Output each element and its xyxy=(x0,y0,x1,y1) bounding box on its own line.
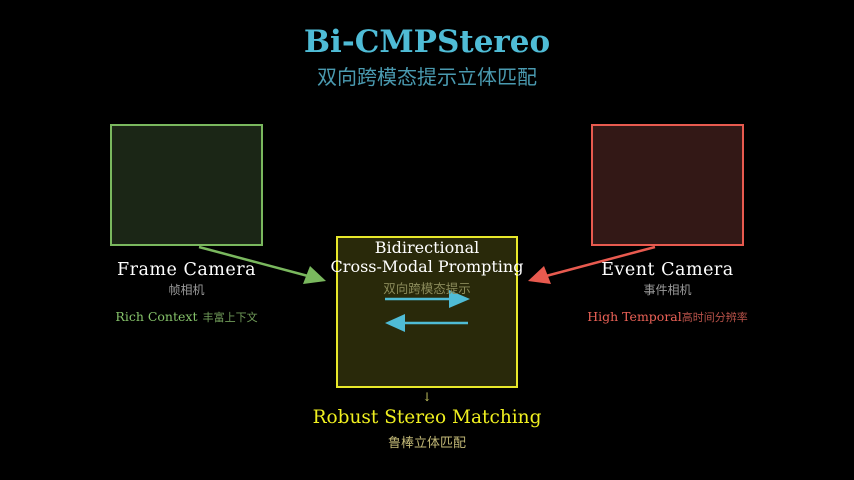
frame-camera-tag: Rich Context 丰富上下文 xyxy=(70,306,303,325)
down-arrow-icon: ↓ xyxy=(421,390,433,404)
event-camera-label: Event Camera xyxy=(601,260,734,280)
diagram-subtitle: 双向跨模态提示立体匹配 xyxy=(317,65,537,89)
event-to-center-arrow xyxy=(528,245,656,284)
center-module-title-line1: Bidirectional xyxy=(374,238,480,257)
right-arrow-icon xyxy=(385,290,470,308)
frame-camera-sublabel: 帧相机 xyxy=(168,283,205,297)
frame-camera-box xyxy=(110,124,263,246)
left-arrow-icon xyxy=(385,314,468,332)
result-sublabel: 鲁棒立体匹配 xyxy=(387,436,466,451)
event-camera-sublabel: 事件相机 xyxy=(643,283,692,297)
frame-tag-en: Rich Context xyxy=(115,309,198,324)
event-tag-en: High Temporal xyxy=(587,309,682,324)
event-camera-box xyxy=(591,124,744,246)
result-label: Robust Stereo Matching xyxy=(312,407,542,428)
event-camera-tag: High Temporal高时间分辨率 xyxy=(551,306,784,325)
diagram-title: Bi-CMPStereo xyxy=(303,24,551,60)
frame-to-center-arrow xyxy=(198,245,326,284)
center-module-sublabel: 双向跨模态提示 xyxy=(383,281,471,296)
cross-modal-prompting-box xyxy=(336,236,518,388)
center-module-title-line2: Cross-Modal Prompting xyxy=(330,257,524,276)
frame-tag-zh: 丰富上下文 xyxy=(202,311,258,324)
event-tag-zh: 高时间分辨率 xyxy=(681,311,748,324)
frame-camera-label: Frame Camera xyxy=(116,260,257,280)
